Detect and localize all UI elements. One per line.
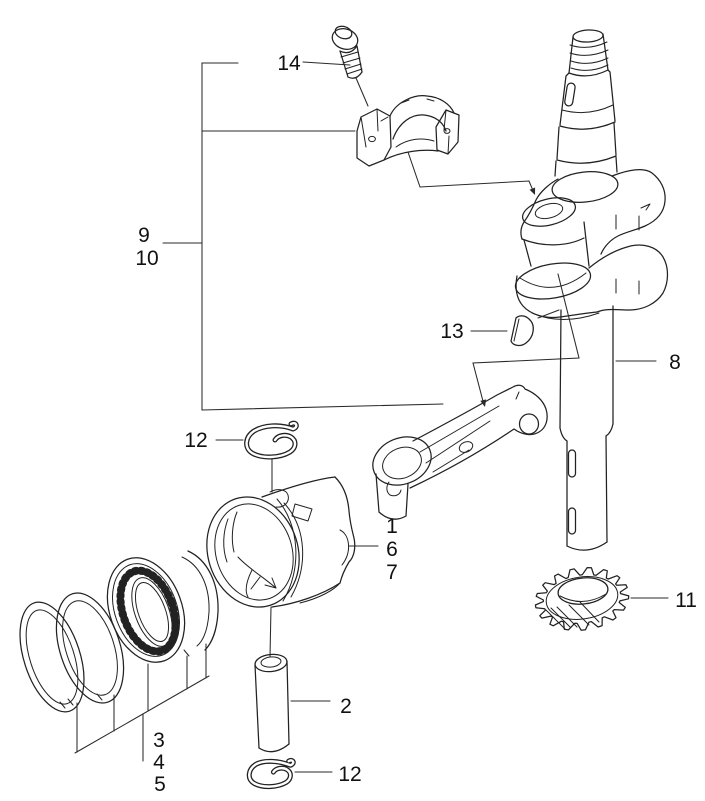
piston-rings xyxy=(19,550,219,713)
piston-crown-marks xyxy=(237,489,313,598)
callout-7: 7 xyxy=(386,561,398,584)
callout-14: 14 xyxy=(277,52,301,75)
gear-helical-teeth xyxy=(545,601,600,630)
ring-leader-drops xyxy=(76,643,207,753)
callout-13: 13 xyxy=(440,320,463,343)
callout-1: 1 xyxy=(386,515,398,538)
leader-13 xyxy=(470,309,560,332)
leader-bolt-to-cap xyxy=(355,77,369,107)
woodruff-key xyxy=(510,315,534,347)
callout-5: 5 xyxy=(154,773,166,796)
crankshaft xyxy=(514,29,669,551)
connecting-rod xyxy=(372,384,548,520)
leader-pin-to-rod xyxy=(472,273,580,406)
callout-12-bottom: 12 xyxy=(338,763,361,786)
callout-4: 4 xyxy=(153,751,165,774)
gear-teeth xyxy=(534,566,630,631)
callout-10: 10 xyxy=(135,247,158,270)
piston-crown xyxy=(206,496,300,608)
crankshaft-threaded-end xyxy=(568,29,609,77)
leader-lines xyxy=(74,61,669,773)
leader-cap-to-crank xyxy=(407,151,535,194)
rod-bearing-cap xyxy=(356,95,460,167)
rod-small-end xyxy=(372,436,432,486)
callout-6: 6 xyxy=(386,538,398,561)
output-keyway-lower xyxy=(567,507,577,535)
gear-bore xyxy=(557,577,609,605)
piston-ring-grooves xyxy=(276,498,304,602)
ring-second xyxy=(55,592,125,704)
callout-9: 9 xyxy=(138,224,150,247)
callout-2: 2 xyxy=(340,695,352,718)
arrowhead-cap-leader xyxy=(529,187,536,195)
crank-pin-top xyxy=(521,197,577,227)
piston-pin-clip-top xyxy=(244,420,299,460)
ring-oil-assembly xyxy=(106,557,190,663)
cap-bolt xyxy=(331,25,363,79)
ring-top xyxy=(19,601,85,713)
bracket-9-10 xyxy=(162,62,444,411)
output-keyway-upper xyxy=(567,449,577,478)
leader-piston-to-pin xyxy=(269,606,272,658)
rod-beam-hole xyxy=(458,441,474,453)
crankshaft-keyway-slot xyxy=(564,82,576,107)
crankshaft-main-journal xyxy=(559,305,614,442)
arrowhead-rod-leader xyxy=(480,399,487,407)
ring-oil-rail xyxy=(181,550,219,651)
callout-12-top: 12 xyxy=(184,429,207,452)
callout-3: 3 xyxy=(153,729,165,752)
piston-pin-clip-bottom xyxy=(246,757,296,790)
crankshaft-output-shaft xyxy=(566,435,608,551)
piston xyxy=(206,476,356,608)
timing-gear xyxy=(534,566,630,631)
callout-8: 8 xyxy=(669,351,681,374)
rod-big-end-hole xyxy=(518,413,540,435)
crankshaft-taper xyxy=(554,69,618,177)
crankshaft-lower-web xyxy=(515,244,669,320)
leader-14 xyxy=(302,61,351,66)
callout-11: 11 xyxy=(675,589,697,612)
crankshaft-upper-web xyxy=(520,169,666,255)
callout-labels: 14 9 10 13 8 12 1 6 7 2 11 3 4 5 12 xyxy=(135,52,697,796)
oil-ring-expander xyxy=(116,566,180,656)
